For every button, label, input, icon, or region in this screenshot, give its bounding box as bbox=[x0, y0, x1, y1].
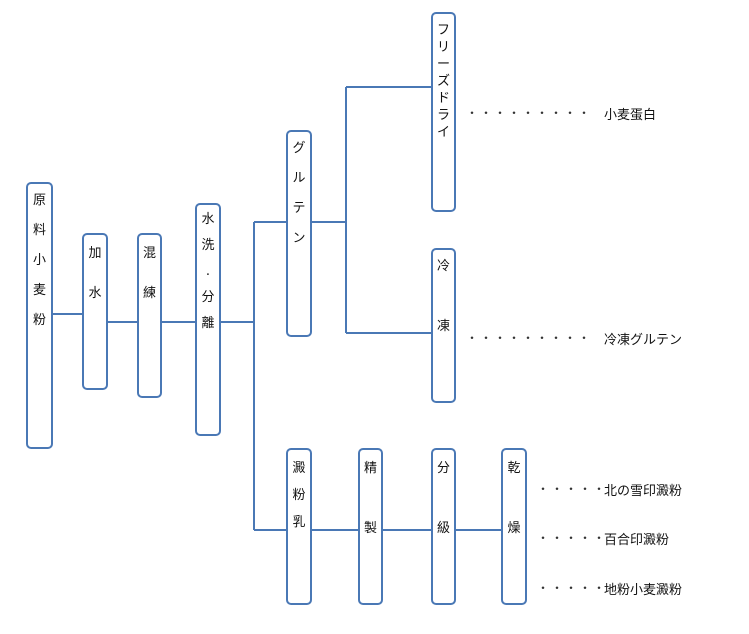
node-freeze-label: 冷凍 bbox=[436, 259, 450, 334]
node-starch-milk-label: 澱粉乳 bbox=[292, 461, 306, 530]
node-freeze-dry-label: フリーズドライ bbox=[436, 23, 450, 140]
node-dry-label: 乾燥 bbox=[507, 461, 521, 536]
node-refine: 精製 bbox=[358, 448, 383, 605]
node-gluten-label: グルテン bbox=[292, 141, 306, 246]
output-kitanoyuki: 北の雪印澱粉 bbox=[604, 484, 683, 499]
output-wheat-protein: 小麦蛋白 bbox=[604, 108, 657, 123]
node-dry: 乾燥 bbox=[501, 448, 527, 605]
node-freeze-dry: フリーズドライ bbox=[431, 12, 456, 212]
node-gluten: グルテン bbox=[286, 130, 312, 337]
node-add-water: 加水 bbox=[82, 233, 108, 390]
node-classify: 分級 bbox=[431, 448, 456, 605]
leader-dots-frozen-gluten: ・・・・・・・・・ bbox=[466, 331, 593, 345]
node-mix: 混練 bbox=[137, 233, 162, 398]
node-wash-separate: 水洗.分離 bbox=[195, 203, 221, 436]
node-refine-label: 精製 bbox=[363, 461, 377, 536]
node-starch-milk: 澱粉乳 bbox=[286, 448, 312, 605]
node-classify-label: 分級 bbox=[436, 461, 450, 536]
output-jigona: 地粉小麦澱粉 bbox=[604, 583, 683, 598]
leader-dots-jigona: ・・・・・ bbox=[537, 581, 608, 595]
leader-dots-yuri: ・・・・・ bbox=[537, 531, 608, 545]
node-wash-separate-label: 水洗.分離 bbox=[201, 212, 215, 331]
node-freeze: 冷凍 bbox=[431, 248, 456, 403]
node-add-water-label: 加水 bbox=[88, 246, 102, 301]
node-raw-flour: 原料小麦粉 bbox=[26, 182, 53, 449]
leader-dots-wheat-protein: ・・・・・・・・・ bbox=[466, 106, 593, 120]
node-raw-flour-label: 原料小麦粉 bbox=[32, 193, 46, 328]
output-frozen-gluten: 冷凍グルテン bbox=[604, 333, 683, 348]
node-mix-label: 混練 bbox=[142, 246, 156, 301]
output-yuri: 百合印澱粉 bbox=[604, 533, 670, 548]
leader-dots-kitanoyuki: ・・・・・ bbox=[537, 482, 608, 496]
